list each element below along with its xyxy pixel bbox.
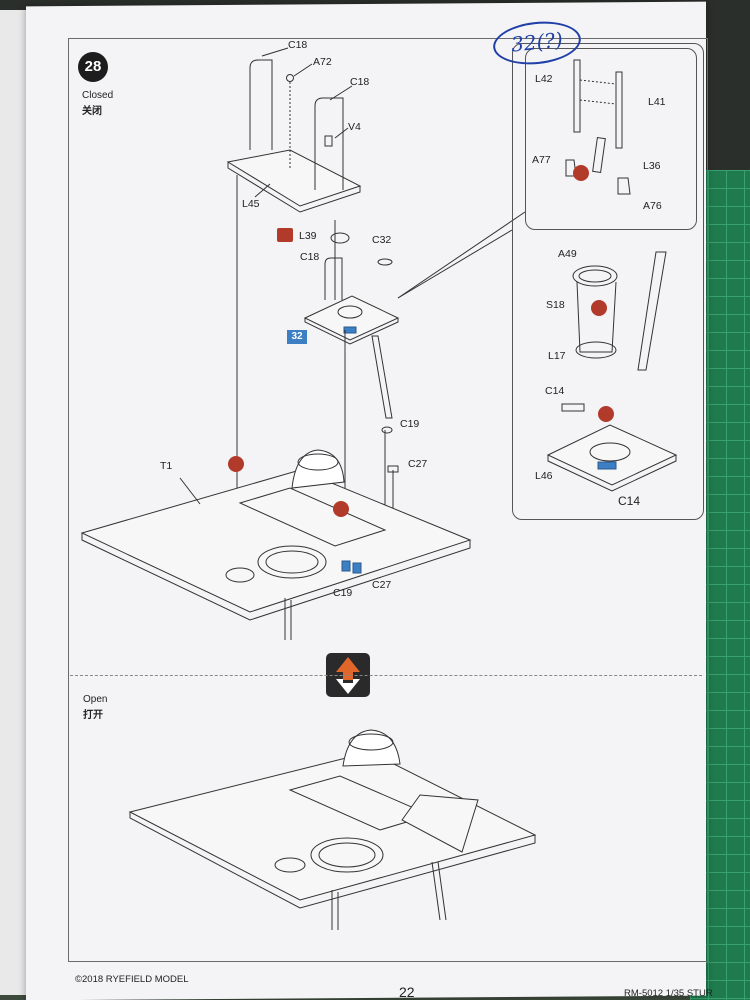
footer-copyright: ©2018 RYEFIELD MODEL bbox=[75, 974, 189, 985]
label-a76: A76 bbox=[643, 200, 662, 212]
part-c14-top bbox=[561, 403, 585, 412]
turret-ring-open bbox=[310, 837, 384, 873]
part-l39 bbox=[330, 232, 350, 244]
part-strut bbox=[371, 335, 393, 419]
part-l41 bbox=[615, 71, 623, 149]
step-frame bbox=[68, 38, 708, 962]
label-l46: L46 bbox=[535, 470, 553, 482]
cupola-open bbox=[342, 729, 401, 767]
label-c19-right: C19 bbox=[400, 418, 420, 430]
label-a72: A72 bbox=[313, 56, 332, 68]
decal-icon bbox=[277, 228, 293, 242]
part-l42 bbox=[573, 59, 581, 133]
part-c32 bbox=[377, 258, 393, 266]
label-a77: A77 bbox=[532, 154, 551, 166]
part-c18-handle-right bbox=[314, 97, 344, 190]
label-s18: S18 bbox=[546, 299, 565, 311]
closed-label-cn: 关闭 bbox=[82, 106, 102, 117]
label-l17: L17 bbox=[548, 350, 566, 362]
detail-callout-box bbox=[512, 43, 704, 520]
page-number: 22 bbox=[399, 984, 415, 1000]
part-periscope-strut bbox=[637, 251, 667, 371]
label-c14-top: C14 bbox=[545, 385, 565, 397]
part-c18-handle-mid bbox=[324, 257, 343, 300]
part-a72 bbox=[286, 74, 294, 82]
label-c18-top-left: C18 bbox=[288, 39, 308, 51]
step-number-badge: 28 bbox=[78, 52, 108, 82]
label-c18-top-right: C18 bbox=[350, 76, 370, 88]
closed-label: Closed bbox=[82, 90, 114, 101]
open-label-cn: 打开 bbox=[83, 710, 103, 721]
footer-model-code: RM-5012 1/35 STUR bbox=[624, 988, 713, 999]
detail-subpanel bbox=[525, 48, 697, 230]
label-l41: L41 bbox=[648, 96, 666, 108]
section-divider bbox=[70, 675, 702, 676]
part-l17 bbox=[575, 341, 617, 359]
part-c27-right bbox=[387, 465, 399, 473]
hatch-open bbox=[401, 794, 479, 853]
open-label: Open bbox=[83, 694, 108, 705]
part-a76 bbox=[617, 177, 631, 195]
label-c27-right: C27 bbox=[408, 458, 428, 470]
label-c14-bottom: C14 bbox=[618, 494, 641, 508]
glue-icons bbox=[228, 165, 614, 517]
label-c19-bottom: C19 bbox=[333, 587, 353, 599]
cupola-closed bbox=[291, 449, 345, 489]
label-c18-mid: C18 bbox=[300, 251, 320, 263]
label-l39: L39 bbox=[299, 230, 317, 242]
label-l42: L42 bbox=[535, 73, 553, 85]
part-v4 bbox=[324, 135, 333, 147]
label-a49: A49 bbox=[558, 248, 577, 260]
label-c27-bottom: C27 bbox=[372, 579, 392, 591]
label-l36: L36 bbox=[643, 160, 661, 172]
reference-badge: 32 bbox=[287, 330, 307, 344]
part-c18-handle-left bbox=[249, 59, 273, 150]
label-c32: C32 bbox=[372, 234, 392, 246]
part-a49 bbox=[572, 265, 618, 287]
part-c19-right bbox=[381, 426, 393, 434]
part-l36 bbox=[592, 137, 606, 173]
label-t1: T1 bbox=[160, 460, 173, 472]
label-v4: V4 bbox=[348, 121, 361, 133]
label-l45: L45 bbox=[242, 198, 260, 210]
turret-ring-closed bbox=[257, 545, 327, 579]
